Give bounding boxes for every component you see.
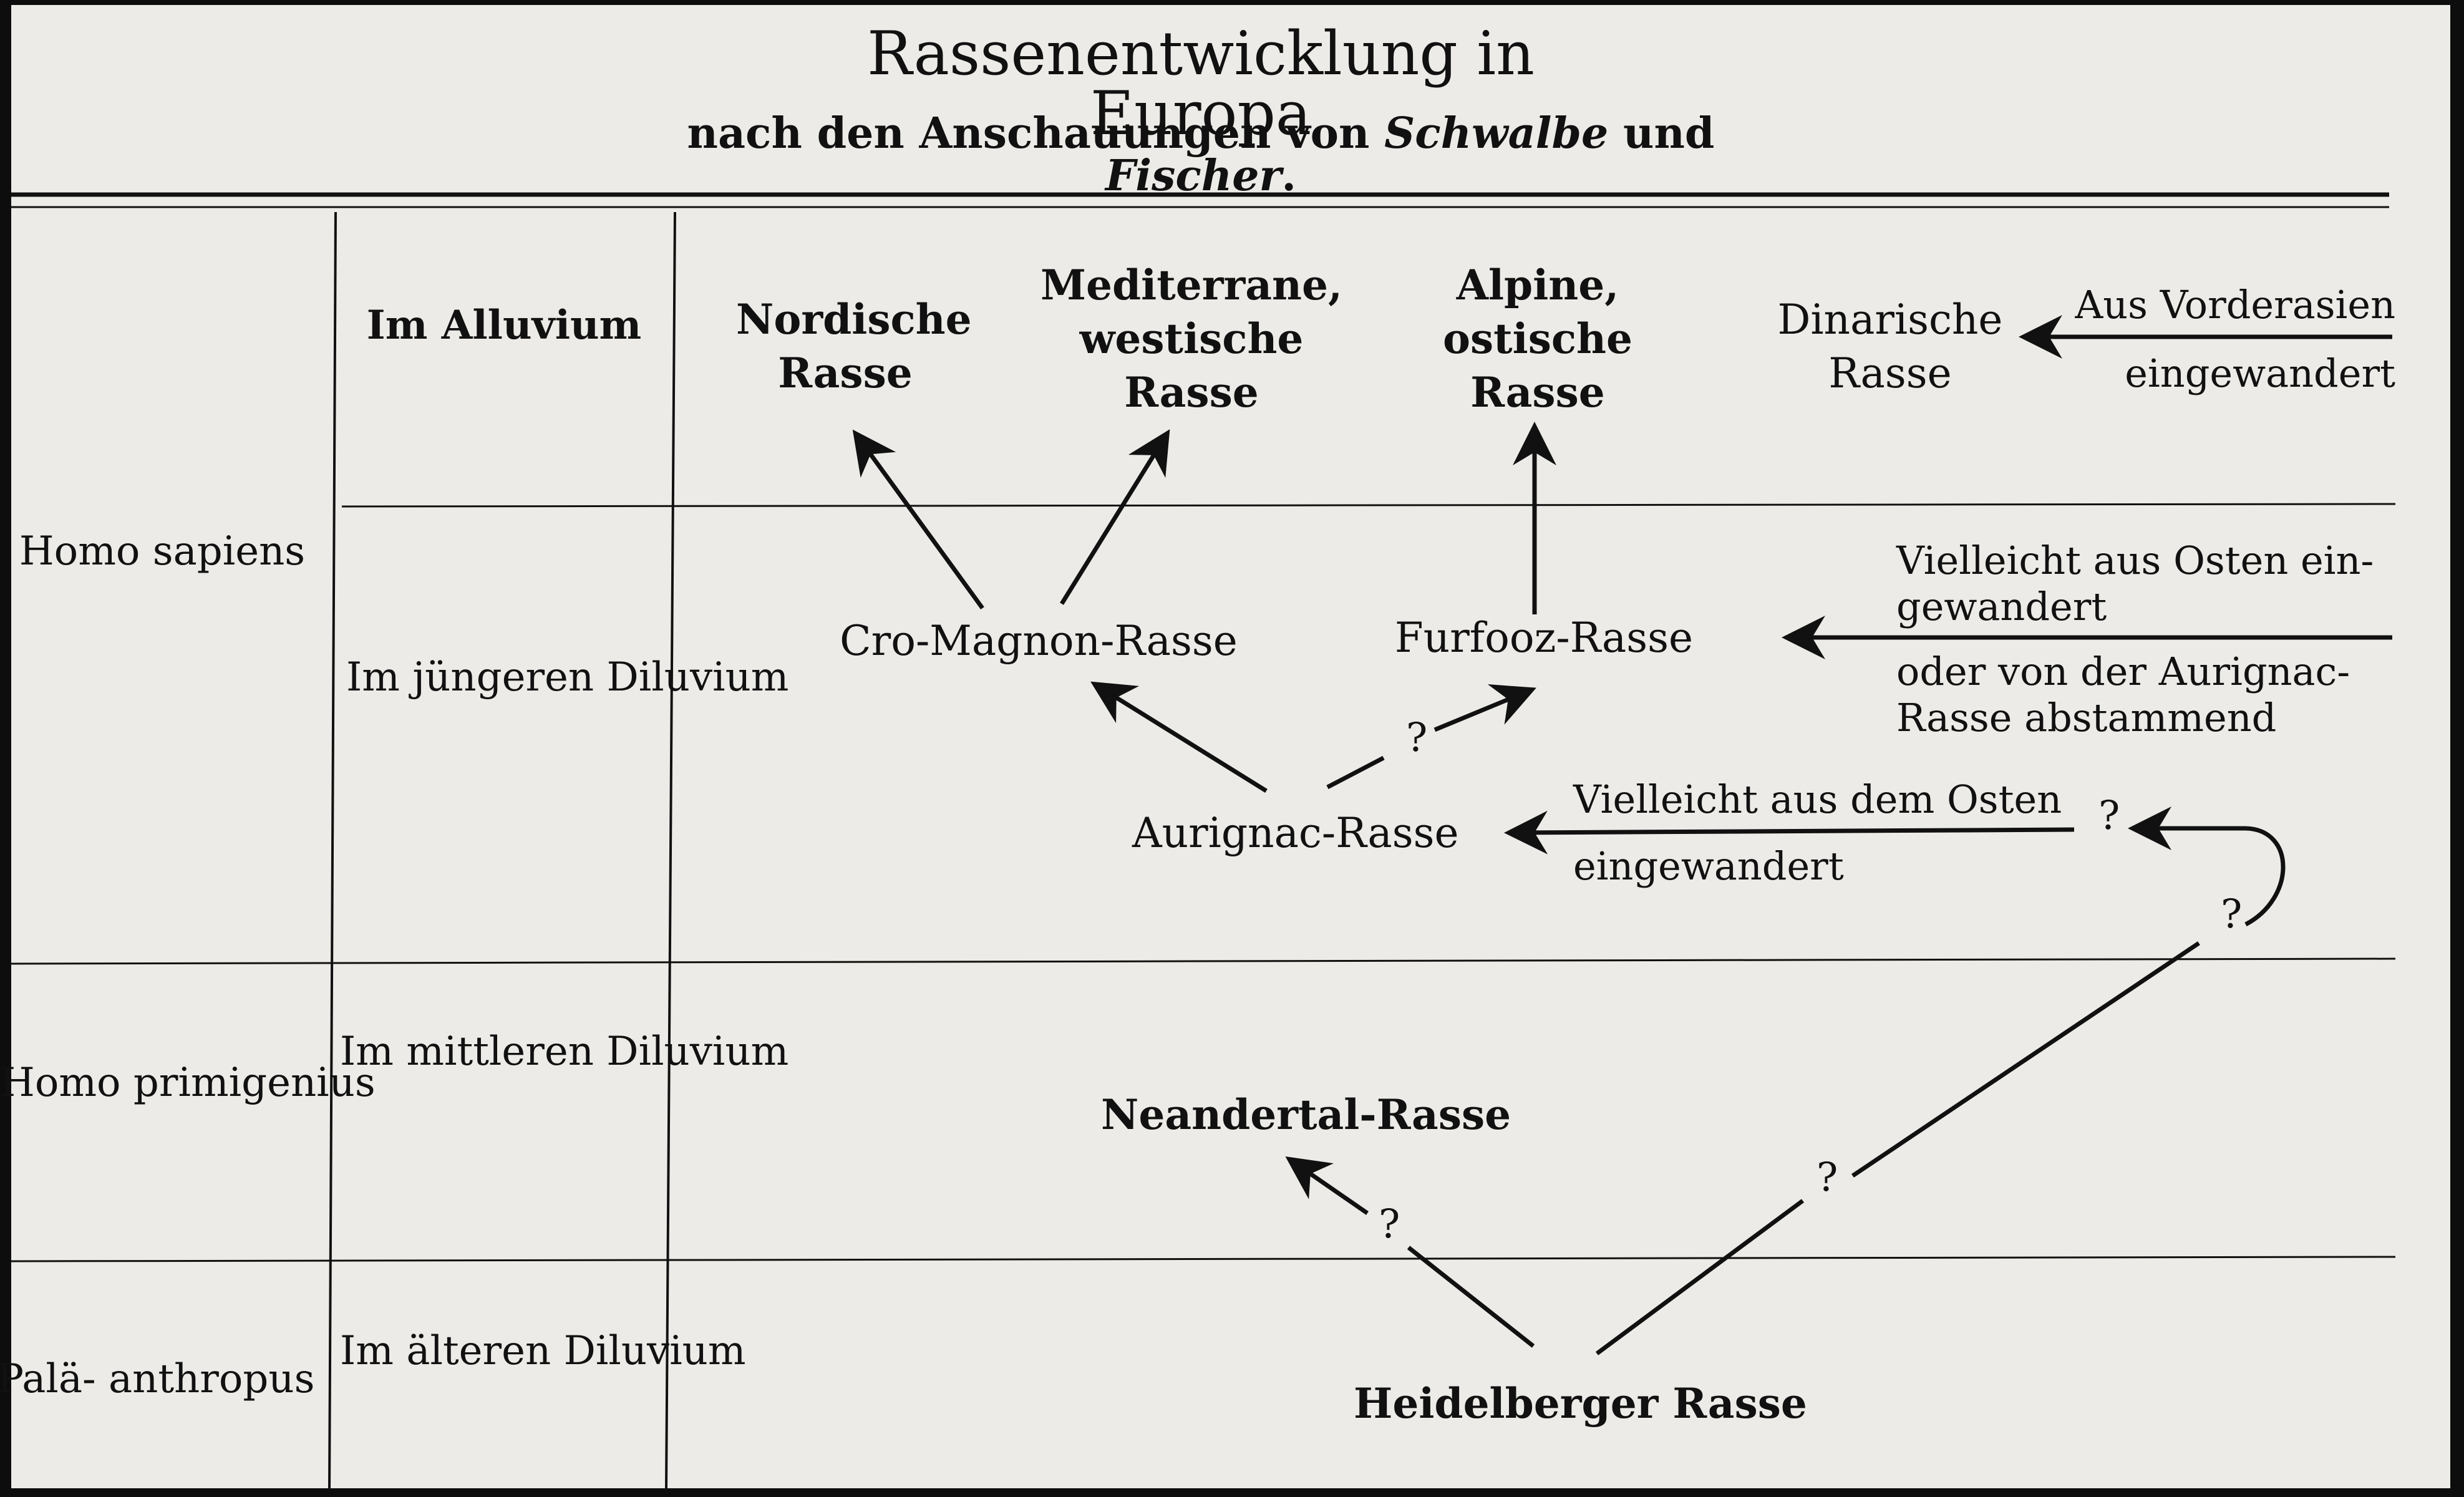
- arrow-cromagnon-to-nordische: [852, 429, 984, 610]
- group-palaeanthropus: Palä- anthropus: [0, 1356, 315, 1402]
- row-separator-alluvium: [341, 503, 2396, 508]
- line-heidelberger-to-osten-b: [1851, 941, 2200, 1178]
- question-mark-aurignac-furfooz: ?: [1406, 715, 1428, 761]
- row-separator-primigenius: [11, 1256, 2396, 1262]
- arrow-aurignac-to-furfooz-a: [1326, 755, 1385, 790]
- slide-border-right: [2450, 0, 2464, 1497]
- question-mark-neandertal: ?: [1379, 1201, 1400, 1248]
- arrow-osten-to-aurignac: [1504, 810, 2075, 855]
- subtitle-suffix: .: [1281, 151, 1296, 201]
- note-aurignac-top: Vielleicht aus dem Osten: [1573, 777, 2062, 822]
- question-mark-loop: ?: [2221, 891, 2243, 937]
- subtitle-author-schwalbe: Schwalbe: [1384, 109, 1609, 158]
- question-mark-osten: ?: [2098, 793, 2120, 839]
- race-alpine: Alpine, ostische Rasse: [1442, 261, 1633, 417]
- race-dinarische: Dinarische Rasse: [1777, 296, 2003, 397]
- note-vorderasien-bottom: eingewandert: [2125, 351, 2395, 396]
- line-heidelberger-to-osten-a: [1595, 1199, 1805, 1355]
- arrow-heidelberger-to-neandertal-a: [1407, 1246, 1535, 1348]
- arrow-cromagnon-to-mediterrane: [1060, 429, 1170, 605]
- diagram-title: Rassenentwicklung in Europa: [867, 19, 1535, 148]
- race-aurignac: Aurignac-Rasse: [1132, 809, 1459, 857]
- race-furfooz: Furfooz-Rasse: [1394, 614, 1694, 662]
- subtitle-prefix: nach den Anschauungen von: [687, 109, 1370, 158]
- subtitle-conjunction: und: [1623, 109, 1715, 158]
- row-separator-sapiens: [11, 957, 2396, 965]
- loop-curve: [2244, 826, 2286, 927]
- arrow-heidelberger-to-neandertal-b: [1285, 1156, 1369, 1215]
- question-mark-heidelberger-line: ?: [1816, 1155, 1838, 1201]
- note-aurignac-bottom: eingewandert: [1573, 843, 1844, 889]
- diagram-subtitle: nach den Anschauungen von Schwalbe und F…: [624, 112, 1778, 197]
- arrow-aurignac-to-cromagnon: [1090, 681, 1268, 793]
- period-mittleres-diluvium: Im mittleren Diluvium: [340, 1029, 789, 1075]
- race-heidelberger: Heidelberger Rasse: [1354, 1379, 1807, 1428]
- slide-border-bottom: [0, 1488, 2464, 1497]
- period-aelteres-diluvium: Im älteren Diluvium: [340, 1328, 746, 1374]
- period-juengeres-diluvium: Im jüngeren Diluvium: [346, 654, 789, 700]
- subtitle-author-fischer: Fischer: [1105, 151, 1282, 201]
- note-vorderasien-top: Aus Vorderasien: [2075, 282, 2395, 327]
- group-homo-sapiens: Homo sapiens: [19, 528, 306, 574]
- race-neandertal: Neandertal-Rasse: [1101, 1090, 1511, 1139]
- slide-border-top: [0, 0, 2464, 5]
- note-furfooz-top: Vielleicht aus Osten ein-gewandert: [1896, 538, 2374, 630]
- race-mediterrane: Mediterrane, westische Rasse: [1040, 261, 1342, 417]
- race-cro-magnon: Cro-Magnon-Rasse: [840, 617, 1238, 665]
- group-homo-primigenius: Homo primigenius: [0, 1060, 376, 1106]
- arrow-aurignac-to-furfooz-b: [1433, 684, 1536, 732]
- column-separator-2: [665, 211, 676, 1491]
- note-furfooz-bottom: oder von der Aurignac-Rasse abstammend: [1896, 649, 2350, 741]
- column-separator-1: [328, 211, 337, 1491]
- slide-border-left: [0, 0, 11, 1497]
- race-nordische: Nordische Rasse: [736, 295, 972, 397]
- period-alluvium: Im Alluvium: [366, 302, 642, 349]
